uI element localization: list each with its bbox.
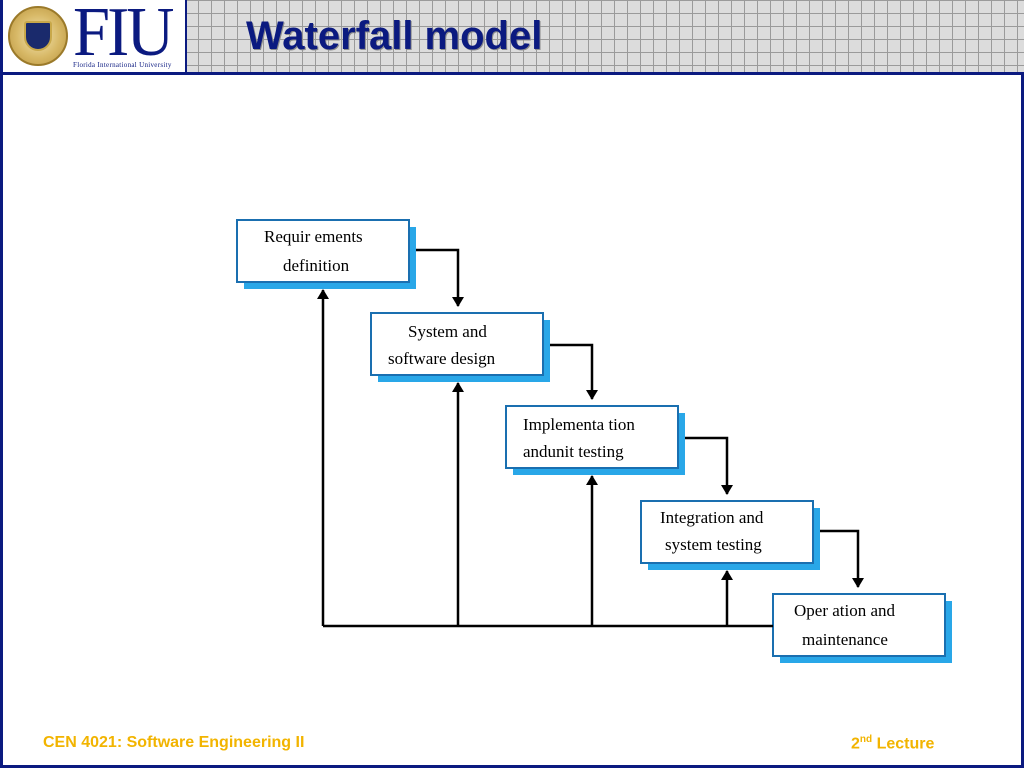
stage-border: [505, 405, 679, 469]
stage-border: [640, 500, 814, 564]
stage-3-line1: Implementa tion: [523, 415, 635, 434]
arrow-integration-to-operation: [820, 529, 864, 588]
arrow-design-to-implementation: [550, 343, 598, 400]
stage-box-operation: Oper ation and maintenance: [772, 593, 952, 663]
stage-5-line2: maintenance: [802, 630, 888, 649]
stage-box-integration: Integration and system testing: [640, 500, 820, 570]
stage-border: [370, 312, 544, 376]
slide-title: Waterfall model: [246, 14, 543, 58]
fiu-seal-icon: [8, 6, 68, 66]
arrow-implementation-to-integration: [685, 436, 733, 495]
seal-shield: [24, 21, 52, 51]
stage-3-line2: andunit testing: [523, 442, 624, 461]
stage-1-line1: Requir ements: [264, 227, 363, 246]
stage-border: [236, 219, 410, 283]
stage-2-line2: software design: [388, 349, 496, 368]
logo-wordmark: FIU: [73, 0, 174, 71]
footer-lecture: 2nd Lecture: [851, 734, 934, 753]
stage-5-line1: Oper ation and: [794, 601, 896, 620]
stage-box-system-design: System and software design: [370, 312, 550, 382]
lecture-suffix: nd: [859, 734, 873, 745]
waterfall-diagram: Requir ements definition System and soft…: [236, 219, 952, 663]
stage-1-line2: definition: [283, 256, 350, 275]
header-bar: FIU Florida International University Wat…: [3, 0, 1024, 75]
stage-2-line1: System and: [408, 322, 487, 341]
lecture-number: 2: [851, 735, 860, 753]
stage-box-requirements: Requir ements definition: [236, 219, 416, 289]
stage-box-implementation: Implementa tion andunit testing: [505, 405, 685, 475]
logo-subtext: Florida International University: [73, 61, 172, 69]
fiu-logo: FIU Florida International University: [3, 0, 187, 72]
lecture-label: Lecture: [876, 735, 935, 753]
stage-4-line1: Integration and: [660, 508, 764, 527]
arrow-requirements-to-design: [416, 248, 464, 307]
footer-course: CEN 4021: Software Engineering II: [43, 734, 305, 751]
stage-4-line2: system testing: [665, 535, 762, 554]
